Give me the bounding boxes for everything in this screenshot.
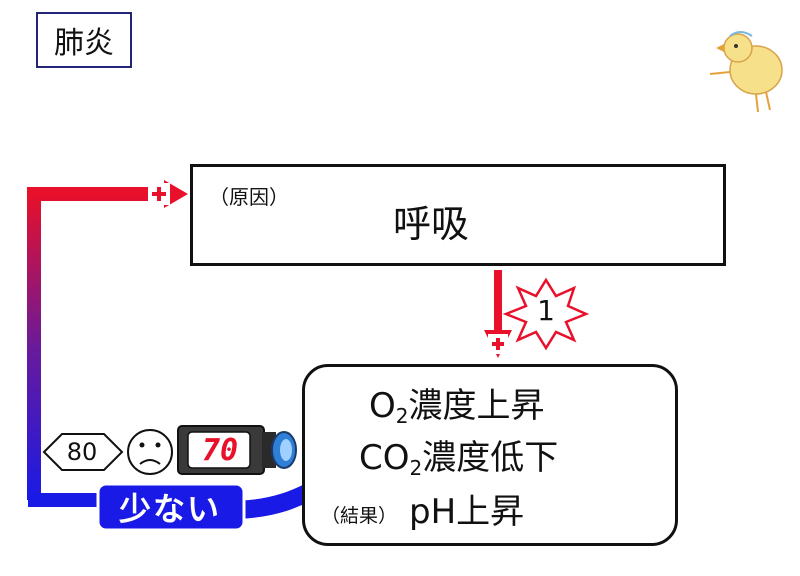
meter-value: 70: [201, 432, 239, 468]
result-line-ph: pH上昇: [409, 492, 525, 532]
result-line-o2: O2濃度上昇: [369, 386, 545, 428]
feedback-badge: [96, 482, 246, 532]
chick-illustration-icon: [709, 31, 783, 113]
cause-label: （原因）: [209, 185, 289, 209]
cause-text: 呼吸: [393, 202, 470, 246]
plus-sign-loop: [148, 183, 170, 205]
sad-face-icon: [127, 429, 173, 475]
plus-sign-arrow: [488, 334, 508, 354]
explosion-star-icon: [502, 277, 590, 351]
diamond-value: 80: [66, 438, 98, 466]
diamond-shape: [42, 433, 124, 471]
result-label: （結果）: [321, 505, 398, 527]
cause-box: （原因） 呼吸: [190, 164, 726, 266]
result-box: O2濃度上昇 CO2濃度低下 （結果） pH上昇: [302, 364, 678, 546]
result-line-co2: CO2濃度低下: [359, 438, 559, 480]
feedback-loop-line: [27, 187, 170, 500]
star-value: 1: [537, 293, 555, 327]
page-title: 肺炎: [36, 12, 132, 68]
feedback-label: 少ない: [118, 490, 221, 528]
meter-gauge-icon: [177, 425, 297, 475]
